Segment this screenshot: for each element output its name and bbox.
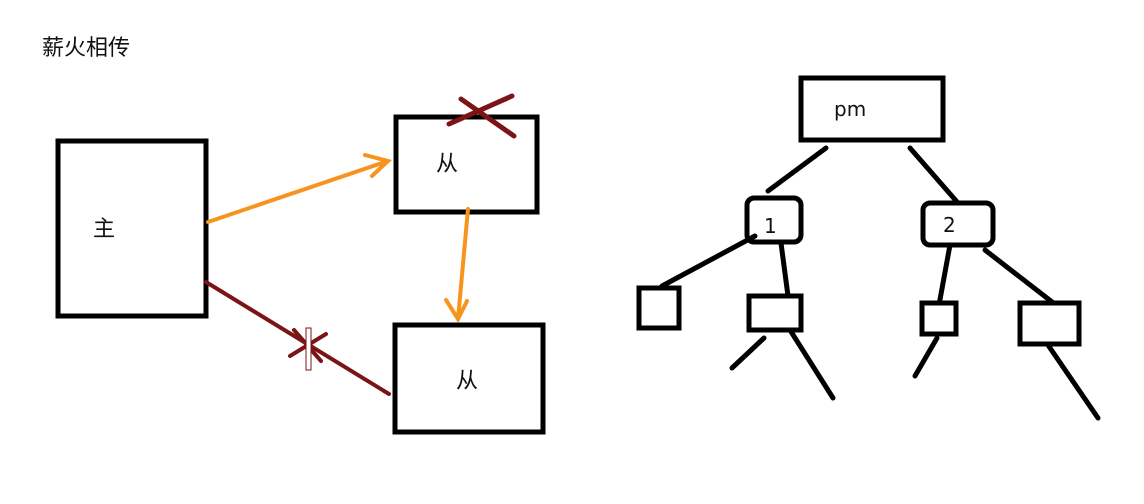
- tree-node-1: [744, 195, 804, 245]
- cross-marker-tick: [305, 327, 312, 371]
- slave2-box: [392, 322, 546, 435]
- master-label: 主: [93, 217, 115, 242]
- tree-leaf-box: [636, 285, 682, 331]
- slave1-box: [393, 114, 540, 215]
- dark-red-link-master-slave2: [204, 280, 391, 396]
- page-title: 薪火相传: [42, 36, 131, 61]
- tree-node-1-label: 1: [764, 214, 777, 238]
- slave2-label: 从: [456, 369, 478, 394]
- tree-node-2: [920, 200, 996, 248]
- orange-arrow-master-to-slave1: [206, 153, 393, 224]
- tree-diagram: [636, 75, 1101, 421]
- cross-mark-icon: [446, 93, 517, 139]
- slave1-label: 从: [436, 152, 458, 177]
- tree-root-box: [798, 75, 946, 143]
- orange-arrow-slave1-to-slave2: [444, 207, 470, 324]
- tree-leaf-box: [919, 300, 959, 337]
- tree-leaf-box: [1017, 300, 1082, 347]
- master-box: [55, 138, 209, 319]
- tree-node-2-label: 2: [943, 213, 956, 237]
- tree-root-label: pm: [834, 97, 866, 121]
- tree-leaf-box: [746, 293, 804, 333]
- master-slave-diagram: 主 从 从: [55, 93, 546, 435]
